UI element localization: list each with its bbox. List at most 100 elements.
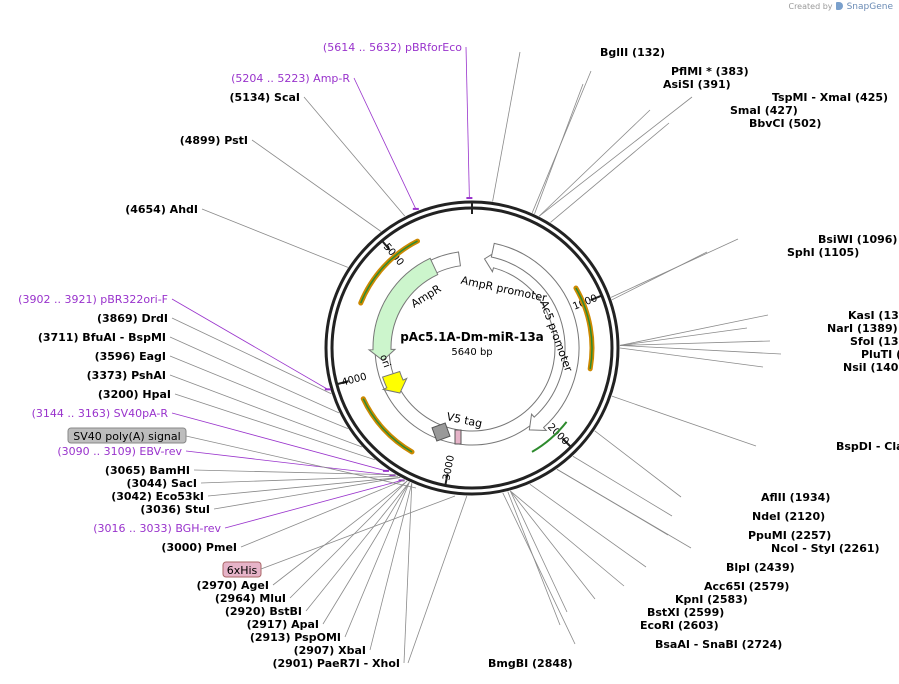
site-leader: [171, 298, 329, 390]
scale-tick-label: 3000: [441, 454, 457, 481]
site-label: (2920) BstBI: [225, 605, 302, 618]
site-label: KasI (1388): [848, 309, 899, 322]
sv40-polya-text: SV40 poly(A) signal: [73, 430, 180, 443]
site-label: (5134) ScaI: [230, 91, 300, 104]
feature-label-v5-tag: V5 tag: [445, 410, 483, 430]
enzyme-label: (3200) HpaI: [98, 388, 171, 401]
sv40-polya-leader: [185, 435, 417, 489]
site-label: EcoRI (2603): [640, 619, 719, 632]
site-leader: [207, 477, 401, 497]
site-leader: [538, 109, 651, 217]
site-label: AsiSI (391): [663, 78, 731, 91]
site-label: (2907) XbaI: [294, 644, 366, 657]
primer-label: (3144 .. 3163) SV40pA-R: [32, 407, 169, 420]
site-leader: [619, 340, 771, 346]
site-leader: [272, 480, 408, 586]
site-leader: [369, 483, 413, 651]
site-leader: [529, 483, 647, 568]
enzyme-label: AsiSI (391): [663, 78, 731, 91]
site-label: (3042) Eco53kI: [111, 490, 204, 503]
site-label: (2913) PspOMI: [250, 631, 341, 644]
enzyme-label: TspMI - XmaI (425): [772, 91, 888, 104]
site-leader: [619, 347, 764, 368]
snapgene-logo-icon: [836, 2, 844, 10]
site-leader: [240, 479, 405, 548]
site-label: (3144 .. 3163) SV40pA-R: [32, 407, 169, 420]
site-label: (3000) PmeI: [161, 541, 237, 554]
site-label: PpuMI (2257): [748, 529, 831, 542]
enzyme-label: (5134) ScaI: [230, 91, 300, 104]
site-leader: [531, 70, 592, 213]
site-leader: [407, 495, 468, 664]
enzyme-label: (3000) PmeI: [161, 541, 237, 554]
site-leader: [619, 314, 769, 346]
primer-label: (5614 .. 5632) pBRforEco: [323, 41, 462, 54]
site-leader: [465, 46, 470, 199]
enzyme-label: NsiI (1406): [843, 361, 899, 374]
enzyme-label: NarI (1389): [827, 322, 898, 335]
site-label: BbvCI (502): [749, 117, 821, 130]
site-leader: [353, 77, 417, 210]
scale-tick-label: 4000: [341, 371, 368, 388]
site-leader: [611, 251, 708, 301]
enzyme-label: (2920) BstBI: [225, 605, 302, 618]
site-label: (5614 .. 5632) pBRforEco: [323, 41, 462, 54]
enzyme-label: (2907) XbaI: [294, 644, 366, 657]
feature-ac5-promoter: [490, 242, 580, 432]
enzyme-label: AflII (1934): [761, 491, 830, 504]
enzyme-label: BsaAI - SnaBI (2724): [655, 638, 782, 651]
enzyme-label: (2917) ApaI: [247, 618, 319, 631]
site-leader: [556, 468, 669, 536]
site-label: (3090 .. 3109) EBV-rev: [57, 445, 182, 458]
enzyme-label: BstXI (2599): [647, 606, 724, 619]
enzyme-label: Acc65I (2579): [704, 580, 789, 593]
site-leader: [492, 51, 521, 202]
site-label: PluTI (1392): [861, 348, 899, 361]
enzyme-label: KasI (1388): [848, 309, 899, 322]
site-label: (3044) SacI: [127, 477, 197, 490]
site-label: (3902 .. 3921) pBR322ori-F: [18, 293, 168, 306]
enzyme-label: BspDI - ClaI (1708): [836, 440, 899, 453]
site-leader: [200, 475, 399, 484]
site-leader: [610, 238, 739, 298]
site-label: NdeI (2120): [752, 510, 825, 523]
enzyme-label: SfoI (1390): [850, 335, 899, 348]
enzyme-label: PflMI * (383): [671, 65, 749, 78]
primer-label: (5204 .. 5223) Amp-R: [231, 72, 350, 85]
site-leader: [174, 393, 376, 461]
site-label: NsiI (1406): [843, 361, 899, 374]
site-leader: [507, 491, 561, 626]
site-label: (3711) BfuAI - BspMI: [38, 331, 166, 344]
scale-tick: [561, 437, 572, 448]
site-label: (3016 .. 3033) BGH-rev: [93, 522, 221, 535]
enzyme-label: (2913) PspOMI: [250, 631, 341, 644]
site-label: BlpI (2439): [726, 561, 795, 574]
plasmid-name: pAc5.1A-Dm-miR-13a: [400, 330, 544, 344]
enzyme-label: PluTI (1392): [861, 348, 899, 361]
site-label: (4654) AhdI: [125, 203, 198, 216]
enzyme-label: EcoRI (2603): [640, 619, 719, 632]
site-leader: [201, 208, 349, 268]
site-leader: [509, 490, 596, 600]
enzyme-label: SmaI (427): [730, 104, 798, 117]
enzyme-label: BmgBI (2848): [488, 657, 573, 670]
site-leader: [611, 395, 757, 447]
site-leader: [169, 374, 363, 448]
enzyme-label: (4654) AhdI: [125, 203, 198, 216]
site-leader: [572, 455, 673, 517]
site-label: (4899) PstI: [180, 134, 248, 147]
sv40-polya-label: SV40 poly(A) signal: [67, 427, 187, 444]
site-leader: [322, 481, 410, 625]
scale-tick: [381, 240, 391, 251]
site-leader: [303, 96, 406, 217]
site-leader: [169, 336, 340, 414]
site-leader: [251, 139, 382, 232]
orf-arc-left-inner: [362, 398, 413, 453]
site-leader: [185, 450, 393, 476]
site-label: (3373) PshAI: [87, 369, 166, 382]
site-label: Acc65I (2579): [704, 580, 789, 593]
orf-arc-topleft-inner: [360, 240, 418, 304]
site-label: SfoI (1390): [850, 335, 899, 348]
his-tag-box: [222, 561, 262, 578]
